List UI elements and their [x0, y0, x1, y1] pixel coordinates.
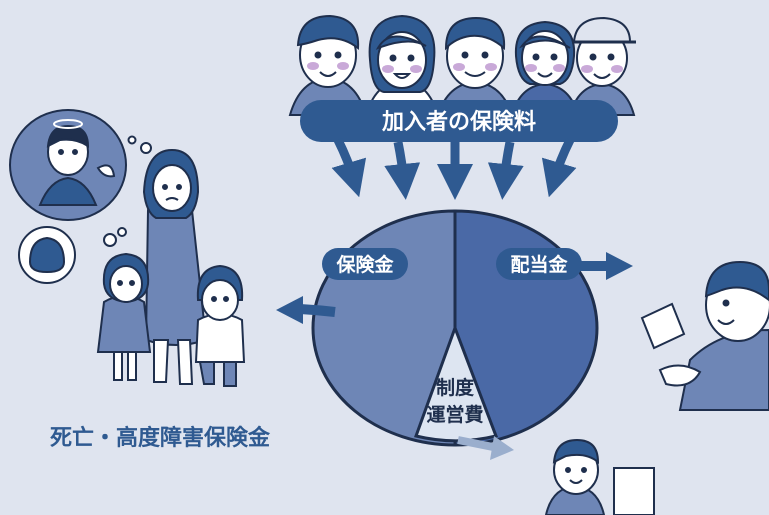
empty-purse-icon: [28, 236, 66, 274]
pie-slice-operating-cost: [414, 323, 499, 443]
premium-banner-text: 加入者の保険料: [381, 110, 536, 135]
operating-cost-arrow: [457, 436, 514, 460]
girl-illustration: [96, 252, 152, 381]
dividends-label: 配当金: [510, 253, 568, 276]
premium-banner: [300, 100, 618, 142]
person-5-illustration: [568, 16, 636, 116]
dividends-label-pill: [496, 248, 582, 280]
dividend-recipient-illustration: [640, 260, 769, 411]
mother-illustration: [142, 148, 208, 385]
person-3-illustration: [436, 16, 514, 116]
claims-label-pill: [322, 248, 408, 280]
family-illustration: [9, 109, 246, 387]
center-label-line2: 運営費: [426, 403, 483, 426]
death-benefit-caption: 死亡・高度障害保険金: [50, 425, 271, 451]
contributors-group-illustration: [288, 14, 636, 116]
claims-arrow: [276, 296, 336, 324]
computer-monitor-icon: [613, 467, 655, 515]
flow-arrow-4: [487, 141, 524, 200]
envelope-icon: [640, 302, 686, 350]
deceased-father-icon: [38, 119, 116, 206]
flow-arrow-1: [331, 137, 367, 198]
boy-illustration: [194, 264, 246, 387]
claims-label: 保険金: [335, 253, 394, 276]
premium-flow-arrows: [331, 137, 577, 200]
dividends-arrow: [580, 252, 633, 280]
flow-arrow-5: [541, 137, 577, 198]
office-worker-illustration: [544, 438, 655, 515]
center-label-line1: 制度: [436, 376, 475, 399]
flow-arrow-2: [384, 141, 421, 200]
